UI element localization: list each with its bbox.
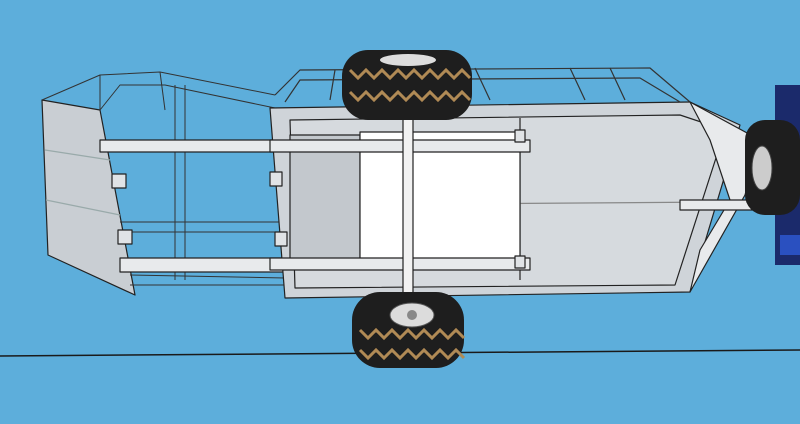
spare-wheel-top [342, 50, 472, 120]
wheel-bottom [352, 292, 466, 368]
tow-vehicle [745, 85, 800, 265]
front-panel [41, 99, 136, 296]
door-opening [359, 131, 521, 268]
trailer-model [41, 67, 800, 341]
